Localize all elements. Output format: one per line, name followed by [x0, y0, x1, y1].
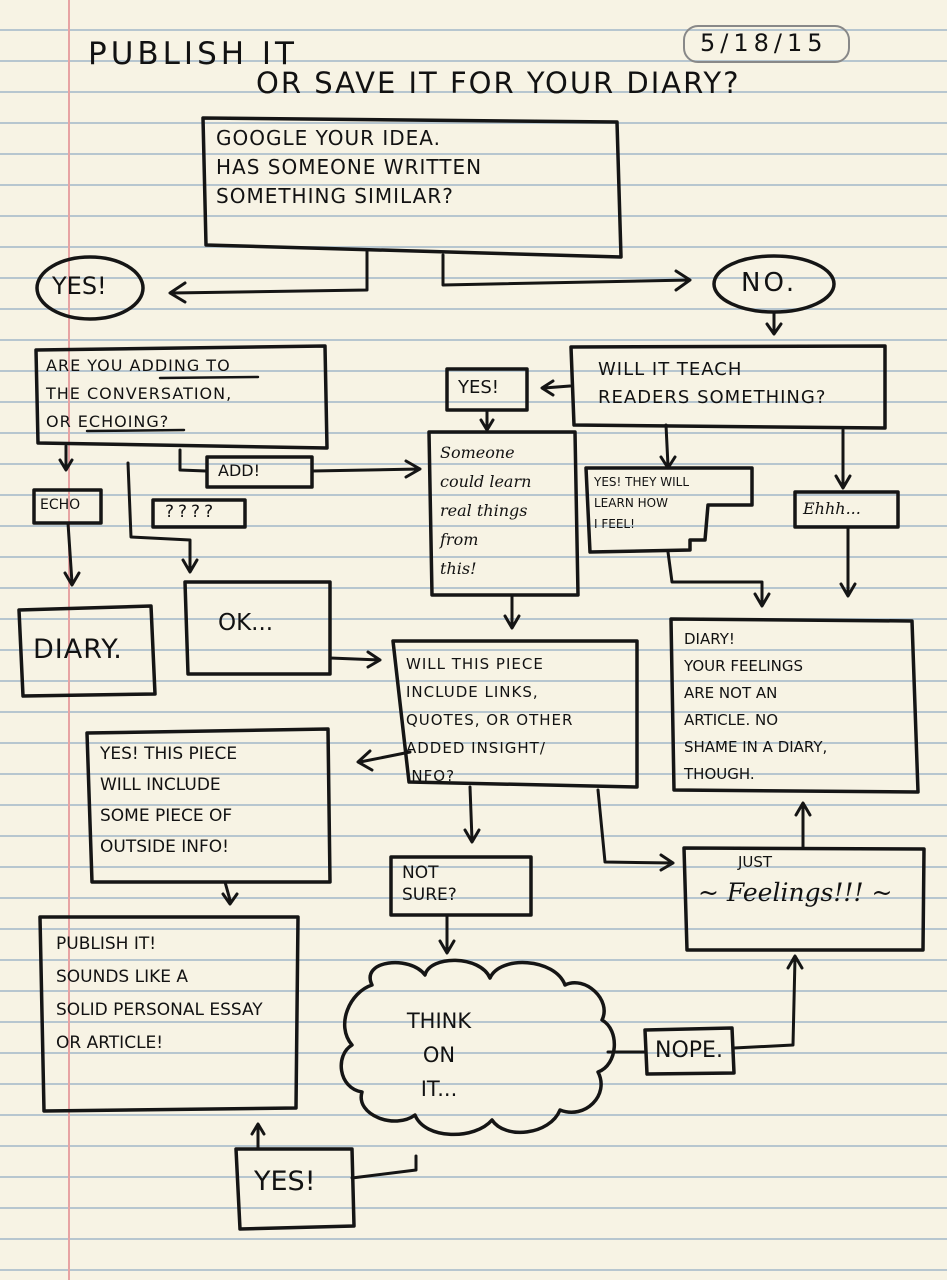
learn-feel-box	[584, 466, 754, 554]
just-text: JUST	[738, 853, 773, 871]
diary-left-box	[17, 604, 157, 698]
links-box	[391, 639, 639, 789]
ehhh-box	[793, 490, 900, 529]
someone-learn-text: Someone could learn real things from thi…	[440, 443, 532, 578]
underlines	[85, 375, 260, 433]
add-box	[205, 455, 314, 489]
think-cloud	[339, 958, 617, 1137]
yes-teach-text: YES!	[458, 377, 500, 398]
diary-right-text: DIARY! YOUR FEELINGS ARE NOT AN ARTICLE.…	[684, 630, 828, 783]
google-box	[201, 116, 623, 259]
title-line-2: OR SAVE IT FOR YOUR DIARY?	[256, 66, 741, 100]
question-box	[151, 498, 247, 529]
yes-top-text: YES!	[52, 272, 107, 300]
yes-include-box	[85, 727, 332, 884]
connectors	[58, 248, 857, 1180]
teach-text: WILL IT TEACH READERS SOMETHING?	[598, 359, 827, 408]
adding-box	[34, 344, 329, 450]
yes-include-text: YES! THIS PIECE WILL INCLUDE some piece …	[100, 744, 238, 857]
yes-top-oval	[35, 255, 145, 321]
not-sure-text: NOT SURE?	[402, 863, 457, 905]
yes-bottom-text: YES!	[254, 1166, 316, 1197]
adding-text: ARE YOU ADDING TO THE CONVERSATION, OR E…	[46, 356, 233, 431]
nope-box	[643, 1026, 736, 1076]
someone-learn-box	[427, 430, 580, 597]
echo-box	[32, 488, 103, 525]
not-sure-box	[389, 855, 533, 917]
echo-text: ECHO	[40, 497, 81, 513]
ok-box	[183, 580, 332, 676]
teach-box	[569, 344, 887, 430]
nope-text: NOPE.	[655, 1038, 723, 1063]
margin-line	[68, 0, 70, 1280]
publish-box	[38, 915, 300, 1113]
think-text: THINK ON IT...	[406, 1009, 472, 1101]
ehhh-text: Ehhh...	[803, 499, 861, 518]
yes-teach-box	[445, 367, 529, 412]
yes-bottom-box	[234, 1147, 356, 1231]
ok-text: OK...	[218, 610, 274, 636]
feelings-box	[682, 846, 926, 952]
publish-text: PUBLISH IT! Sounds like a solid personal…	[56, 934, 263, 1053]
date-box	[683, 25, 850, 63]
google-idea-text: GOOGLE YOUR IDEA. HAS SOMEONE WRITTEN SO…	[216, 126, 483, 208]
add-text: ADD!	[218, 461, 260, 480]
no-top-text: NO.	[741, 268, 798, 298]
title-line-1: PUBLISH IT	[88, 36, 298, 72]
date: 5/18/15	[700, 29, 828, 57]
diary-right-box	[669, 617, 920, 794]
links-text: WILL THIS PIECE INCLUDE LINKS, QUOTES, O…	[406, 655, 574, 785]
learn-feel-text: YES! THEY WILL LEARN HOW I FEEL!	[594, 475, 690, 531]
diary-left-text: DIARY.	[33, 634, 123, 665]
feelings-text: ~ Feelings!!! ~	[698, 878, 893, 907]
question-text: ????	[165, 502, 218, 522]
